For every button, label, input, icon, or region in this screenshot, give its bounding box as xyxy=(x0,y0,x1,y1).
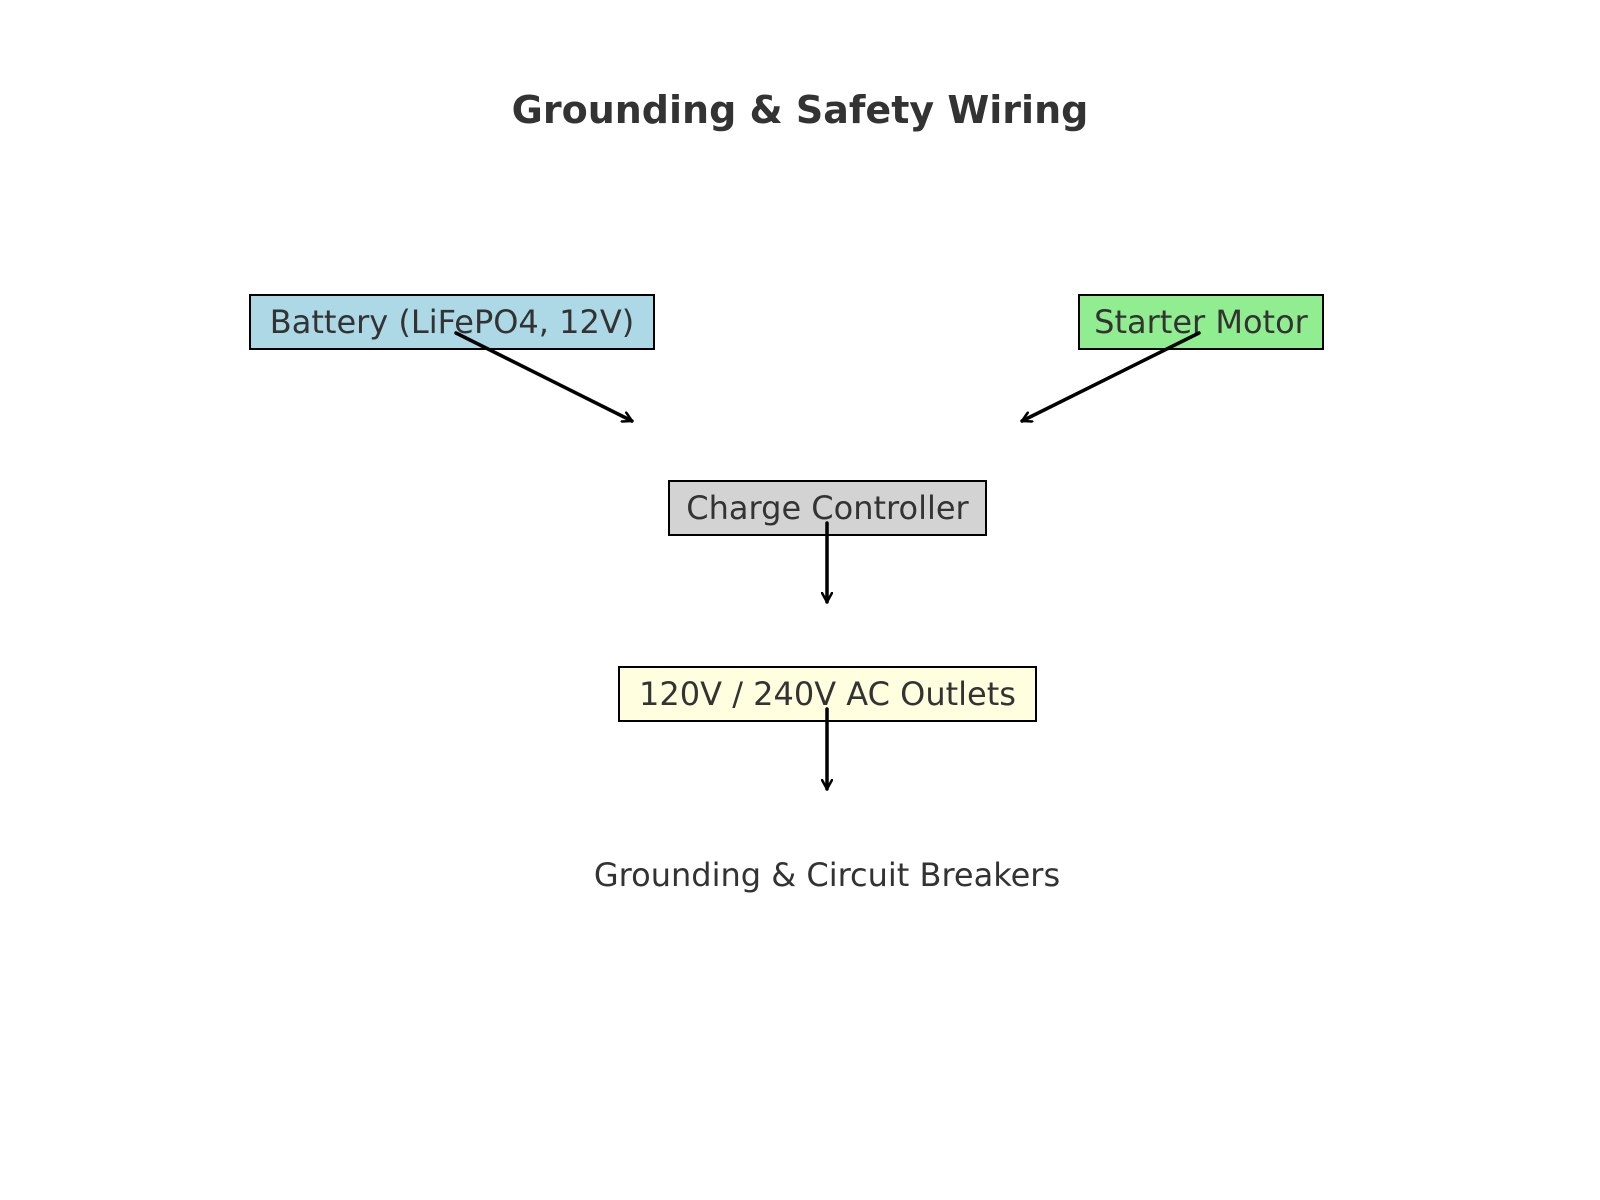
ac-outlets-node: 120V / 240V AC Outlets xyxy=(618,666,1037,722)
diagram-title: Grounding & Safety Wiring xyxy=(511,88,1089,132)
starter-motor-node: Starter Motor xyxy=(1078,294,1324,350)
battery-node: Battery (LiFePO4, 12V) xyxy=(249,294,655,350)
grounding-breakers-label: Grounding & Circuit Breakers xyxy=(593,856,1061,894)
charge-controller-node: Charge Controller xyxy=(668,480,987,536)
